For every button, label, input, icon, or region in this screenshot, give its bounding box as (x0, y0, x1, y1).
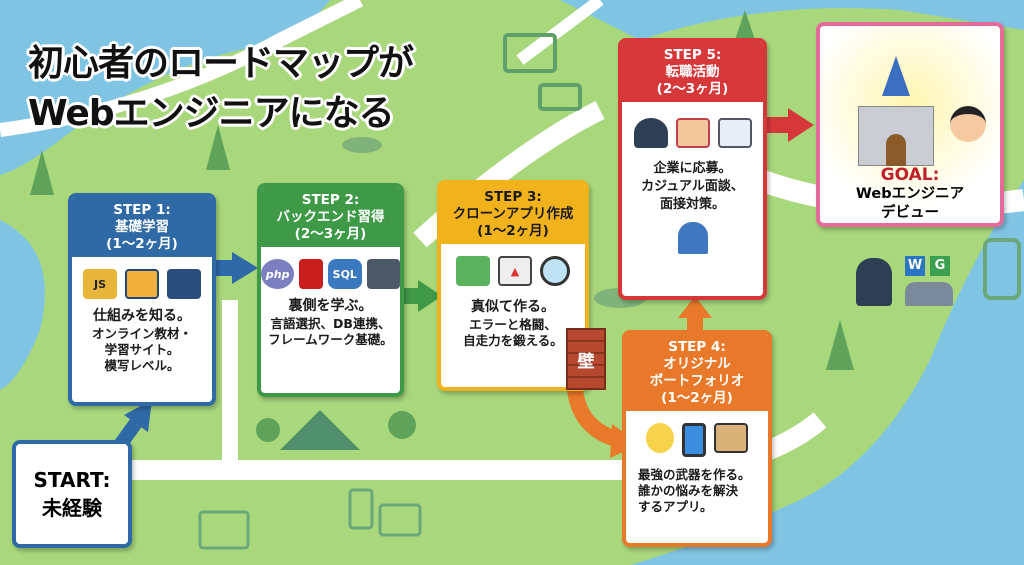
document-icon (456, 256, 490, 286)
folder-icon (714, 423, 748, 453)
step5-name: 転職活動 (665, 64, 720, 80)
phone-icon (348, 488, 374, 530)
arrow-step2-step3 (418, 280, 442, 312)
error-window-icon: ▲ (498, 256, 532, 286)
step4-number: STEP 4: (668, 339, 726, 355)
step1-line: 模写レベル。 (104, 358, 180, 373)
step1-line: オンライン教材・ (91, 326, 192, 341)
step1-duration: (1〜2ヶ月) (106, 236, 178, 252)
goal-line: デビュー (881, 205, 939, 221)
start-label: START: (33, 468, 111, 492)
step2-duration: (2〜3ヶ月) (294, 226, 367, 242)
start-text: 未経験 (42, 496, 102, 520)
step2-number: STEP 2: (301, 192, 360, 208)
goal-line: Webエンジニア (855, 186, 965, 202)
water-bottom-right (630, 180, 1024, 565)
step3-name: クローンアプリ作成 (452, 206, 574, 222)
businessman-icon (856, 258, 892, 306)
step1-card: STEP 1: 基礎学習 (1〜2ヶ月) JS 仕組みを知る。 オンライン教材・… (68, 193, 216, 406)
step1-name: 基礎学習 (115, 219, 169, 235)
monitor-icon (378, 503, 422, 537)
title-line-2: Webエンジニアになる (28, 93, 395, 134)
step3-line: 自走力を鍛える。 (463, 333, 563, 348)
meeting-icon (905, 282, 953, 306)
monitor-icon (167, 269, 201, 299)
step2-line: フレームワーク基礎。 (268, 332, 393, 347)
step2-lead: 裏側を学ぶ。 (288, 298, 373, 314)
step5-line: 企業に応募。 (653, 161, 732, 176)
wall-label: 壁 (577, 351, 595, 372)
step1-lead: 仕組みを知る。 (93, 308, 191, 324)
w-badge-icon: W (905, 256, 925, 276)
step3-card: STEP 3: クローンアプリ作成 (1〜2ヶ月) ▲ 真似て作る。 エラーと格… (437, 180, 589, 391)
happy-person-icon (950, 106, 986, 142)
wall-icon: 壁 (566, 328, 606, 390)
step4-duration: (1〜2ヶ月) (661, 390, 733, 406)
step2-card: STEP 2: バックエンド習得 (2〜3ヶ月) php SQL 裏側を学ぶ。 … (257, 183, 404, 397)
step1-line: 学習サイト。 (104, 342, 180, 357)
castle-icon (858, 56, 934, 166)
step4-line: 誰かの悩みを解決 (638, 483, 739, 498)
businessman-icon (633, 118, 668, 148)
arrow-start-step1 (124, 400, 152, 432)
smartphone-shield-icon (682, 423, 706, 457)
step4-card: STEP 4: オリジナル ポートフォリオ (1〜2ヶ月) 最強の武器を作る。 … (622, 330, 772, 547)
step4-header: STEP 4: オリジナル ポートフォリオ (1〜2ヶ月) (626, 334, 768, 411)
goal-label: GOAL: (880, 165, 940, 185)
step5-number: STEP 5: (663, 47, 722, 63)
browser-icon (503, 33, 557, 73)
water-top-left (0, 0, 330, 175)
handshake-icon (675, 118, 710, 148)
magnifier-icon (540, 256, 570, 286)
js-file-icon: JS (83, 269, 117, 299)
php-icon: php (261, 259, 295, 289)
laptop-icon (538, 83, 582, 111)
step4-line: 最強の武器を作る。 (638, 467, 751, 482)
lightbulb-icon (646, 423, 674, 453)
step2-name: バックエンド習得 (276, 209, 385, 225)
step4-line: するアプリ。 (638, 499, 713, 514)
tree-icons (30, 10, 854, 442)
step3-number: STEP 3: (484, 189, 542, 205)
arrow-step5-goal (788, 108, 814, 142)
step3-line: エラーと格闘、 (469, 317, 557, 332)
step5-line: カジュアル面談、 (641, 179, 744, 194)
arrow-step4-step5 (678, 296, 712, 318)
step3-header: STEP 3: クローンアプリ作成 (1〜2ヶ月) (441, 184, 585, 244)
book-icon (125, 269, 159, 299)
step5-duration: (2〜3ヶ月) (656, 81, 729, 97)
step1-number: STEP 1: (113, 202, 171, 218)
sql-database-icon: SQL (328, 259, 362, 289)
step4-name: ポートフォリオ (649, 373, 745, 389)
goal-card: GOAL: Webエンジニア デビュー (816, 22, 1004, 227)
g-badge-icon: G (930, 256, 950, 276)
code-icon (198, 510, 250, 550)
arrow-step1-step2 (232, 252, 258, 284)
step2-header: STEP 2: バックエンド習得 (2〜3ヶ月) (261, 187, 400, 247)
celebrating-person-icon (677, 222, 708, 254)
step5-card: STEP 5: 転職活動 (2〜3ヶ月) 企業に応募。 カジュアル面談、 面接対… (618, 38, 767, 300)
water-top-right (560, 0, 1024, 40)
ruby-icon (299, 259, 324, 289)
resume-icon (717, 118, 752, 148)
title-line-1: 初心者のロードマップが (28, 43, 414, 84)
step4-name: オリジナル (663, 356, 731, 372)
step3-duration: (1〜2ヶ月) (477, 223, 549, 239)
step1-header: STEP 1: 基礎学習 (1〜2ヶ月) (72, 197, 212, 257)
water-left (0, 220, 45, 390)
server-icon (366, 259, 400, 289)
step3-lead: 真似て作る。 (471, 299, 555, 315)
step2-line: 言語選択、DB連携、 (270, 316, 391, 331)
step5-header: STEP 5: 転職活動 (2〜3ヶ月) (622, 42, 763, 102)
smartphone-icon (983, 238, 1021, 300)
start-box: START: 未経験 (12, 440, 132, 548)
step5-line: 面接対策。 (659, 197, 725, 212)
